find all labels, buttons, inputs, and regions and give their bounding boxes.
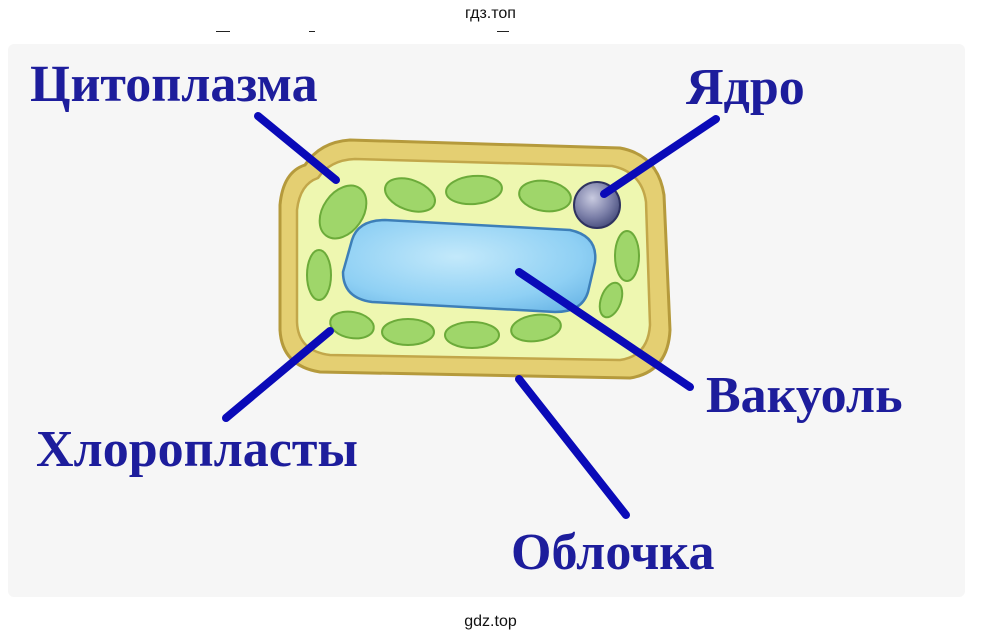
chloroplast (384, 177, 436, 213)
chloroplast (329, 310, 375, 340)
chloroplast-group (306, 174, 640, 349)
label-nucleus: Ядро (686, 59, 805, 116)
pointer-lines (222, 112, 720, 519)
chloroplast (614, 230, 640, 282)
pointer-membrane (515, 375, 630, 519)
chloroplast (445, 174, 503, 206)
watermark-top: гдз.топ (465, 5, 516, 22)
pointer-chloroplasts (222, 327, 334, 422)
label-membrane: Облочка (511, 524, 714, 581)
pointer-cytoplasm (254, 112, 340, 184)
chloroplast (444, 321, 500, 349)
vacuole (341, 218, 597, 314)
divider-tick (309, 31, 315, 32)
pointer-nucleus (600, 115, 720, 198)
chloroplast (510, 313, 562, 343)
chloroplast (381, 318, 435, 346)
chloroplast (598, 281, 624, 319)
label-chloroplasts: Хлоропласты (36, 421, 358, 478)
label-cytoplasm: Цитоплазма (30, 56, 318, 113)
divider-tick (497, 31, 509, 32)
chloroplast (518, 179, 572, 213)
watermark-bottom: gdz.top (464, 613, 517, 630)
chloroplast (306, 249, 332, 301)
pointer-vacuole (515, 268, 694, 391)
label-vacuole: Вакуоль (706, 367, 903, 424)
divider-tick (216, 31, 230, 32)
chloroplast (318, 184, 368, 240)
